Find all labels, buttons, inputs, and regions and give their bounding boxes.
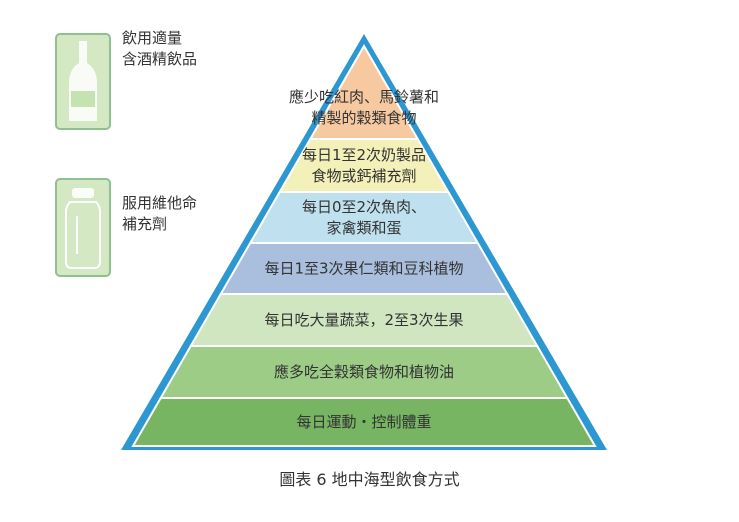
- figure-caption: 圖表 6 地中海型飲食方式: [279, 470, 460, 489]
- pyramid-tier-7-label-1: 每日運動・控制體重: [296, 413, 431, 431]
- sidebar-item-vitamins: 服用維他命 補充劑: [122, 193, 197, 235]
- sidebar-item-alcohol-line2: 含酒精飲品: [122, 50, 198, 68]
- sidebar-item-vitamins-line1: 服用維他命: [122, 194, 198, 212]
- pyramid-tier-4-label-1: 每日1至3次果仁類和豆科植物: [264, 260, 463, 278]
- pyramid-tier-3-label-2: 家禽類和蛋: [326, 219, 401, 237]
- pyramid-tier-2-label-1: 每日1至2次奶製品: [302, 146, 426, 164]
- pyramid-tier-1-label-1: 應少吃紅肉、馬鈴薯和: [289, 88, 439, 106]
- sidebar-item-alcohol-line1: 飲用適量: [122, 29, 183, 47]
- pyramid-tier-3-label-1: 每日0至2次魚肉、: [302, 198, 426, 216]
- pyramid-tier-1-label-2: 精製的穀類食物: [311, 109, 416, 127]
- pyramid-tier-5-label-1: 每日吃大量蔬菜，2至3次生果: [264, 311, 463, 329]
- vitamin-bottle-icon: [55, 178, 111, 277]
- pyramid-tier-2-label-2: 食物或鈣補充劑: [311, 167, 416, 185]
- sidebar-item-vitamins-line2: 補充劑: [122, 215, 168, 233]
- sidebar-item-alcohol: 飲用適量 含酒精飲品: [122, 28, 197, 70]
- pyramid-tier-7: [131, 397, 597, 447]
- pyramid-tier-6-label-1: 應多吃全穀類食物和植物油: [274, 363, 454, 381]
- wine-bottle-icon: [55, 33, 111, 130]
- vitamin-bottle-shape: [65, 188, 101, 269]
- wine-bottle-shape: [69, 41, 97, 121]
